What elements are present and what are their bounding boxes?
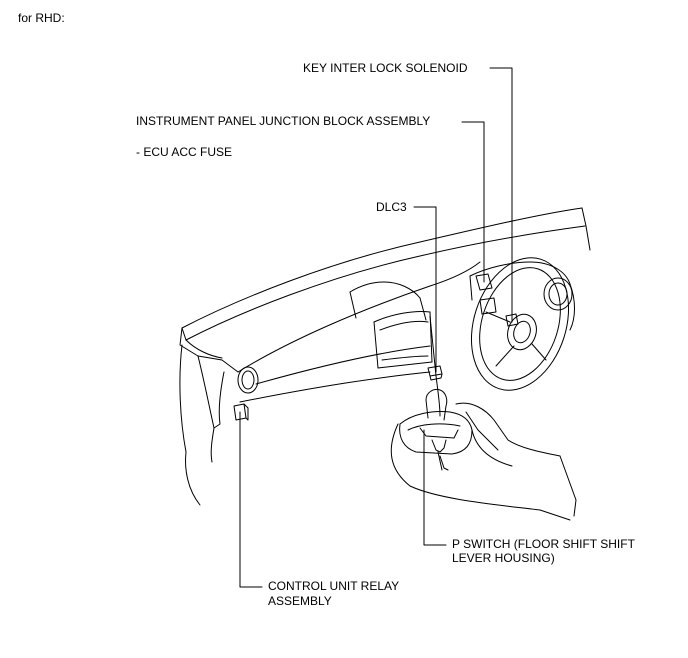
heading-for-rhd: for RHD:: [18, 11, 65, 25]
label-key-interlock-solenoid: KEY INTER LOCK SOLENOID: [303, 61, 468, 75]
label-dlc3: DLC3: [376, 200, 407, 214]
leader-dlc3: [413, 206, 437, 373]
junction-block-shape: [475, 273, 497, 315]
label-ecu-acc-fuse: - ECU ACC FUSE: [136, 145, 233, 159]
leader-ip-junction-block: [461, 121, 485, 283]
dashboard-outline: [179, 207, 591, 506]
glovebox: [373, 311, 433, 369]
floor-console: [390, 389, 577, 521]
label-control-unit-relay-line1: CONTROL UNIT RELAY: [268, 579, 400, 593]
label-p-switch-line1: P SWITCH (FLOOR SHIFT SHIFT: [452, 537, 635, 551]
center-stack: [349, 281, 441, 417]
key-interlock-shape: [505, 313, 519, 327]
leader-p-switch: [423, 429, 447, 546]
steering-wheel: [470, 257, 570, 391]
label-instrument-panel-junction-block: INSTRUMENT PANEL JUNCTION BLOCK ASSEMBLY: [136, 114, 431, 128]
left-air-vent: [237, 366, 259, 394]
instrument-cluster: [469, 261, 575, 331]
leader-lines: [239, 67, 513, 588]
label-control-unit-relay-line2: ASSEMBLY: [268, 594, 332, 608]
leader-control-relay: [239, 411, 263, 588]
control-unit-relay-shape: [233, 403, 249, 421]
leader-key-interlock: [489, 67, 513, 323]
label-p-switch-line2: LEVER HOUSING): [452, 551, 555, 565]
